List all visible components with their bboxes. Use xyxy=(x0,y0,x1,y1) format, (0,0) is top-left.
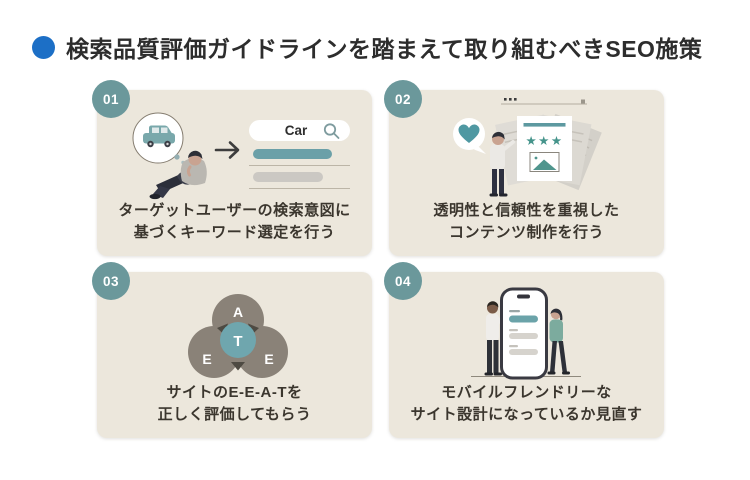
step-badge-04: 04 xyxy=(384,262,422,300)
search-icon xyxy=(323,123,340,139)
caption-line: 正しく評価してもらう xyxy=(157,406,312,423)
venn-label-e-left: E xyxy=(202,351,211,367)
step-badge-03: 03 xyxy=(92,262,130,300)
keyword-search-illustration: Car xyxy=(132,112,350,200)
search-bar: Car xyxy=(249,120,350,141)
card-trusted-content: ★★★ xyxy=(384,80,664,256)
search-query-text: Car xyxy=(285,123,308,138)
rating-stars: ★★★ xyxy=(525,134,563,148)
camera-pill xyxy=(517,294,530,299)
browser-bar xyxy=(501,98,587,105)
woman-figure xyxy=(547,308,570,375)
heart-bubble xyxy=(453,118,486,154)
card-eeat: A E E T 03 サイトのE-E-A-Tを 正しく評価してもらう xyxy=(92,262,372,438)
step-badge-02: 02 xyxy=(384,80,422,118)
content-page: ★★★ xyxy=(517,116,572,181)
caption-line: サイト設計になっているか見直す xyxy=(410,406,643,423)
search-results xyxy=(249,149,350,189)
page-title: 検索品質評価ガイドラインを踏まえて取り組むべきSEO施策 xyxy=(66,36,703,62)
venn-circle-t xyxy=(220,322,256,358)
page-title-row: 検索品質評価ガイドラインを踏まえて取り組むべきSEO施策 xyxy=(32,31,702,63)
mobile-friendly-illustration xyxy=(471,287,581,380)
card-02-caption: 透明性と信頼性を重視した コンテンツ制作を行う xyxy=(389,200,664,244)
card-mobile-friendly: 04 モバイルフレンドリーな サイト設計になっているか見直す xyxy=(384,262,664,438)
card-03-caption: サイトのE-E-A-Tを 正しく評価してもらう xyxy=(97,382,372,426)
caption-line: サイトのE-E-A-Tを xyxy=(166,384,303,401)
caption-line: コンテンツ制作を行う xyxy=(448,224,604,241)
venn-label-e-right: E xyxy=(264,351,273,367)
eeat-venn-illustration: A E E T xyxy=(188,294,288,378)
phone-bar-teal xyxy=(509,315,538,323)
venn-label-t: T xyxy=(233,333,242,350)
smartphone xyxy=(500,287,548,380)
image-placeholder xyxy=(529,152,560,172)
caption-line: 透明性と信頼性を重視した xyxy=(433,202,620,219)
card-keyword-selection: Car 01 ターゲットユーザーの検索意図に 基づくキーワード選定を行う xyxy=(92,80,372,256)
result-bar-teal xyxy=(253,149,332,159)
arrow-right-icon xyxy=(214,141,240,159)
venn-label-a: A xyxy=(233,304,243,320)
phone-bar-gray xyxy=(509,333,538,339)
title-bullet-icon xyxy=(32,35,55,59)
standing-person xyxy=(489,131,515,197)
step-badge-01: 01 xyxy=(92,80,130,118)
bubble-dot xyxy=(174,154,180,160)
page-title-bar xyxy=(523,123,566,127)
heart-icon xyxy=(458,124,480,143)
result-bar-gray xyxy=(253,172,323,182)
phone-bar-gray xyxy=(509,349,538,355)
venn-intersection xyxy=(231,362,245,371)
card-01-caption: ターゲットユーザーの検索意図に 基づくキーワード選定を行う xyxy=(97,200,372,244)
caption-line: ターゲットユーザーの検索意図に xyxy=(118,202,351,219)
thought-bubble xyxy=(132,112,185,165)
trusted-content-illustration: ★★★ xyxy=(453,98,602,197)
car-icon xyxy=(143,125,175,148)
caption-line: モバイルフレンドリーな xyxy=(441,384,612,401)
venn-diagram: A E E T xyxy=(188,294,288,378)
card-04-caption: モバイルフレンドリーな サイト設計になっているか見直す xyxy=(389,382,664,426)
sitting-person xyxy=(149,150,207,200)
caption-line: 基づくキーワード選定を行う xyxy=(133,224,336,241)
